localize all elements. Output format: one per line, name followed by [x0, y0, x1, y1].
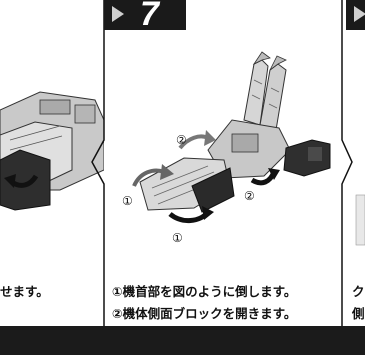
next-step-number-tab [346, 0, 365, 30]
step-number-tab: 7 [104, 0, 186, 33]
next-step-caption-fragment-2: 側 [352, 306, 365, 321]
next-step-arrow-icon [354, 6, 365, 22]
previous-step-panel: せます。 [0, 0, 104, 326]
step-caption-line-2: ②機体側面ブロックを開きます。 [112, 306, 297, 321]
next-step-caption-fragment-1: ク [352, 284, 365, 299]
callout-2-top: ② [176, 133, 187, 147]
next-step-illustration [355, 194, 365, 246]
step-panel: ② ① ① ② ①機首部を図のように倒します。 ②機体側面ブロックを開きます。 [104, 0, 342, 326]
step-number: 7 [140, 0, 159, 33]
callout-1-bottom: ① [172, 231, 183, 245]
previous-step-caption-fragment: せます。 [0, 284, 49, 299]
bottom-bar [0, 326, 365, 355]
step-illustration: ② ① ① ② [122, 51, 331, 245]
next-step-panel: ク 側 [342, 0, 365, 326]
step-caption-line-1: ①機首部を図のように倒します。 [112, 284, 297, 299]
callout-2-right: ② [244, 189, 255, 203]
previous-step-illustration [0, 91, 104, 211]
callout-1-left: ① [122, 194, 133, 208]
step-arrow-icon [112, 6, 124, 22]
